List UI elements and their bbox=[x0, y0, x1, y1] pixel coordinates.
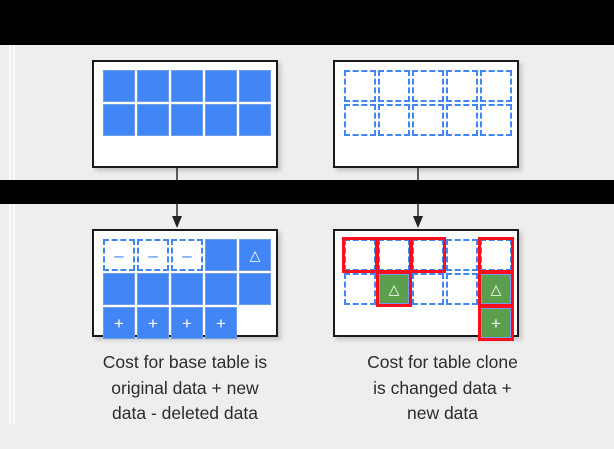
caption-line: is changed data + bbox=[373, 377, 512, 398]
table-cell-dashed: – bbox=[103, 239, 135, 271]
table-cell-filled bbox=[171, 70, 203, 102]
delta-icon: △ bbox=[388, 281, 400, 297]
table-cell-filled bbox=[171, 273, 203, 305]
plus-icon: + bbox=[491, 313, 501, 333]
table-cell-filled bbox=[239, 273, 271, 305]
left-rail-upper-outer bbox=[9, 45, 11, 180]
table-cell-filled: + bbox=[137, 307, 169, 339]
table-cell-dashed: – bbox=[171, 239, 203, 271]
table-cell-dashed bbox=[446, 70, 478, 102]
left-rail-upper-inner bbox=[13, 45, 15, 180]
table-cell-dashed bbox=[412, 273, 444, 305]
table-cell-dashed bbox=[412, 104, 444, 136]
table-cell-dashed bbox=[378, 70, 410, 102]
table-cell-filled bbox=[137, 70, 169, 102]
table-cell-filled bbox=[137, 104, 169, 136]
table-cell-dashed-highlighted bbox=[478, 237, 514, 273]
table-cell-filled bbox=[205, 104, 237, 136]
table-cell-green-highlighted: △ bbox=[478, 271, 514, 307]
table-cell-filled: △ bbox=[239, 239, 271, 271]
table-cell-dashed bbox=[344, 104, 376, 136]
table-cell-green-highlighted: △ bbox=[376, 271, 412, 307]
table-cell-dashed bbox=[446, 104, 478, 136]
clone-table-original-grid bbox=[344, 70, 512, 136]
table-cell-dashed bbox=[412, 70, 444, 102]
table-cell-filled bbox=[205, 70, 237, 102]
caption-line: original data + new bbox=[111, 377, 259, 398]
minus-icon: – bbox=[182, 245, 192, 265]
base-table-original bbox=[92, 60, 278, 168]
plus-icon: + bbox=[148, 313, 158, 333]
left-rail-lower-outer bbox=[9, 204, 11, 424]
table-cell-filled bbox=[205, 239, 237, 271]
table-cell-filled bbox=[239, 70, 271, 102]
table-cell-dashed bbox=[446, 273, 478, 305]
left-rail-lower-inner bbox=[13, 204, 15, 424]
table-cell-dashed-highlighted bbox=[376, 237, 412, 273]
table-cell-filled bbox=[137, 273, 169, 305]
table-cell-dashed bbox=[344, 70, 376, 102]
caption-line: new data bbox=[406, 403, 479, 424]
table-cell-blank bbox=[412, 307, 444, 339]
table-cell-dashed bbox=[480, 104, 512, 136]
plus-icon: + bbox=[182, 313, 192, 333]
table-cell-blank bbox=[344, 307, 376, 339]
middle-mask-bar bbox=[0, 180, 614, 204]
plus-icon: + bbox=[114, 313, 124, 333]
table-cell-green-highlighted: + bbox=[478, 305, 514, 341]
table-cell-filled: + bbox=[171, 307, 203, 339]
base-table-original-grid bbox=[103, 70, 271, 136]
clone-table-modified-grid: △ △ + bbox=[342, 237, 514, 341]
table-cell-blank bbox=[239, 307, 271, 339]
table-cell-blank bbox=[378, 307, 410, 339]
table-cell-filled bbox=[103, 273, 135, 305]
table-cell-dashed bbox=[378, 104, 410, 136]
base-table-modified: – – – △ + + + + bbox=[92, 229, 278, 339]
table-cell-dashed bbox=[446, 239, 478, 271]
base-table-caption: Cost for base table is original data + ne… bbox=[70, 350, 300, 427]
table-cell-filled: + bbox=[205, 307, 237, 339]
clone-table-caption: Cost for table clone is changed data + new… bbox=[330, 350, 555, 427]
table-cell-dashed bbox=[344, 273, 376, 305]
plus-icon: + bbox=[216, 313, 226, 333]
delta-icon: △ bbox=[490, 281, 502, 297]
caption-line: data - deleted data bbox=[112, 403, 258, 424]
caption-line: Cost for table clone bbox=[367, 352, 518, 372]
table-cell-filled: + bbox=[103, 307, 135, 339]
minus-icon: – bbox=[148, 245, 158, 265]
table-cell-filled bbox=[205, 273, 237, 305]
table-cell-blank bbox=[446, 307, 478, 339]
table-cell-dashed bbox=[480, 70, 512, 102]
table-cell-dashed: – bbox=[137, 239, 169, 271]
table-cell-dashed-highlighted bbox=[342, 237, 378, 273]
base-table-modified-grid: – – – △ + + + + bbox=[103, 239, 271, 339]
table-cell-filled bbox=[103, 70, 135, 102]
clone-table-original bbox=[333, 60, 519, 168]
top-mask-bar bbox=[0, 0, 614, 45]
delta-icon: △ bbox=[249, 247, 261, 263]
table-cell-filled bbox=[171, 104, 203, 136]
minus-icon: – bbox=[114, 245, 124, 265]
table-cell-filled bbox=[239, 104, 271, 136]
caption-line: Cost for base table is bbox=[102, 352, 268, 372]
clone-table-modified: △ △ + bbox=[333, 229, 519, 341]
table-cell-filled bbox=[103, 104, 135, 136]
table-cell-dashed-highlighted bbox=[410, 237, 446, 273]
